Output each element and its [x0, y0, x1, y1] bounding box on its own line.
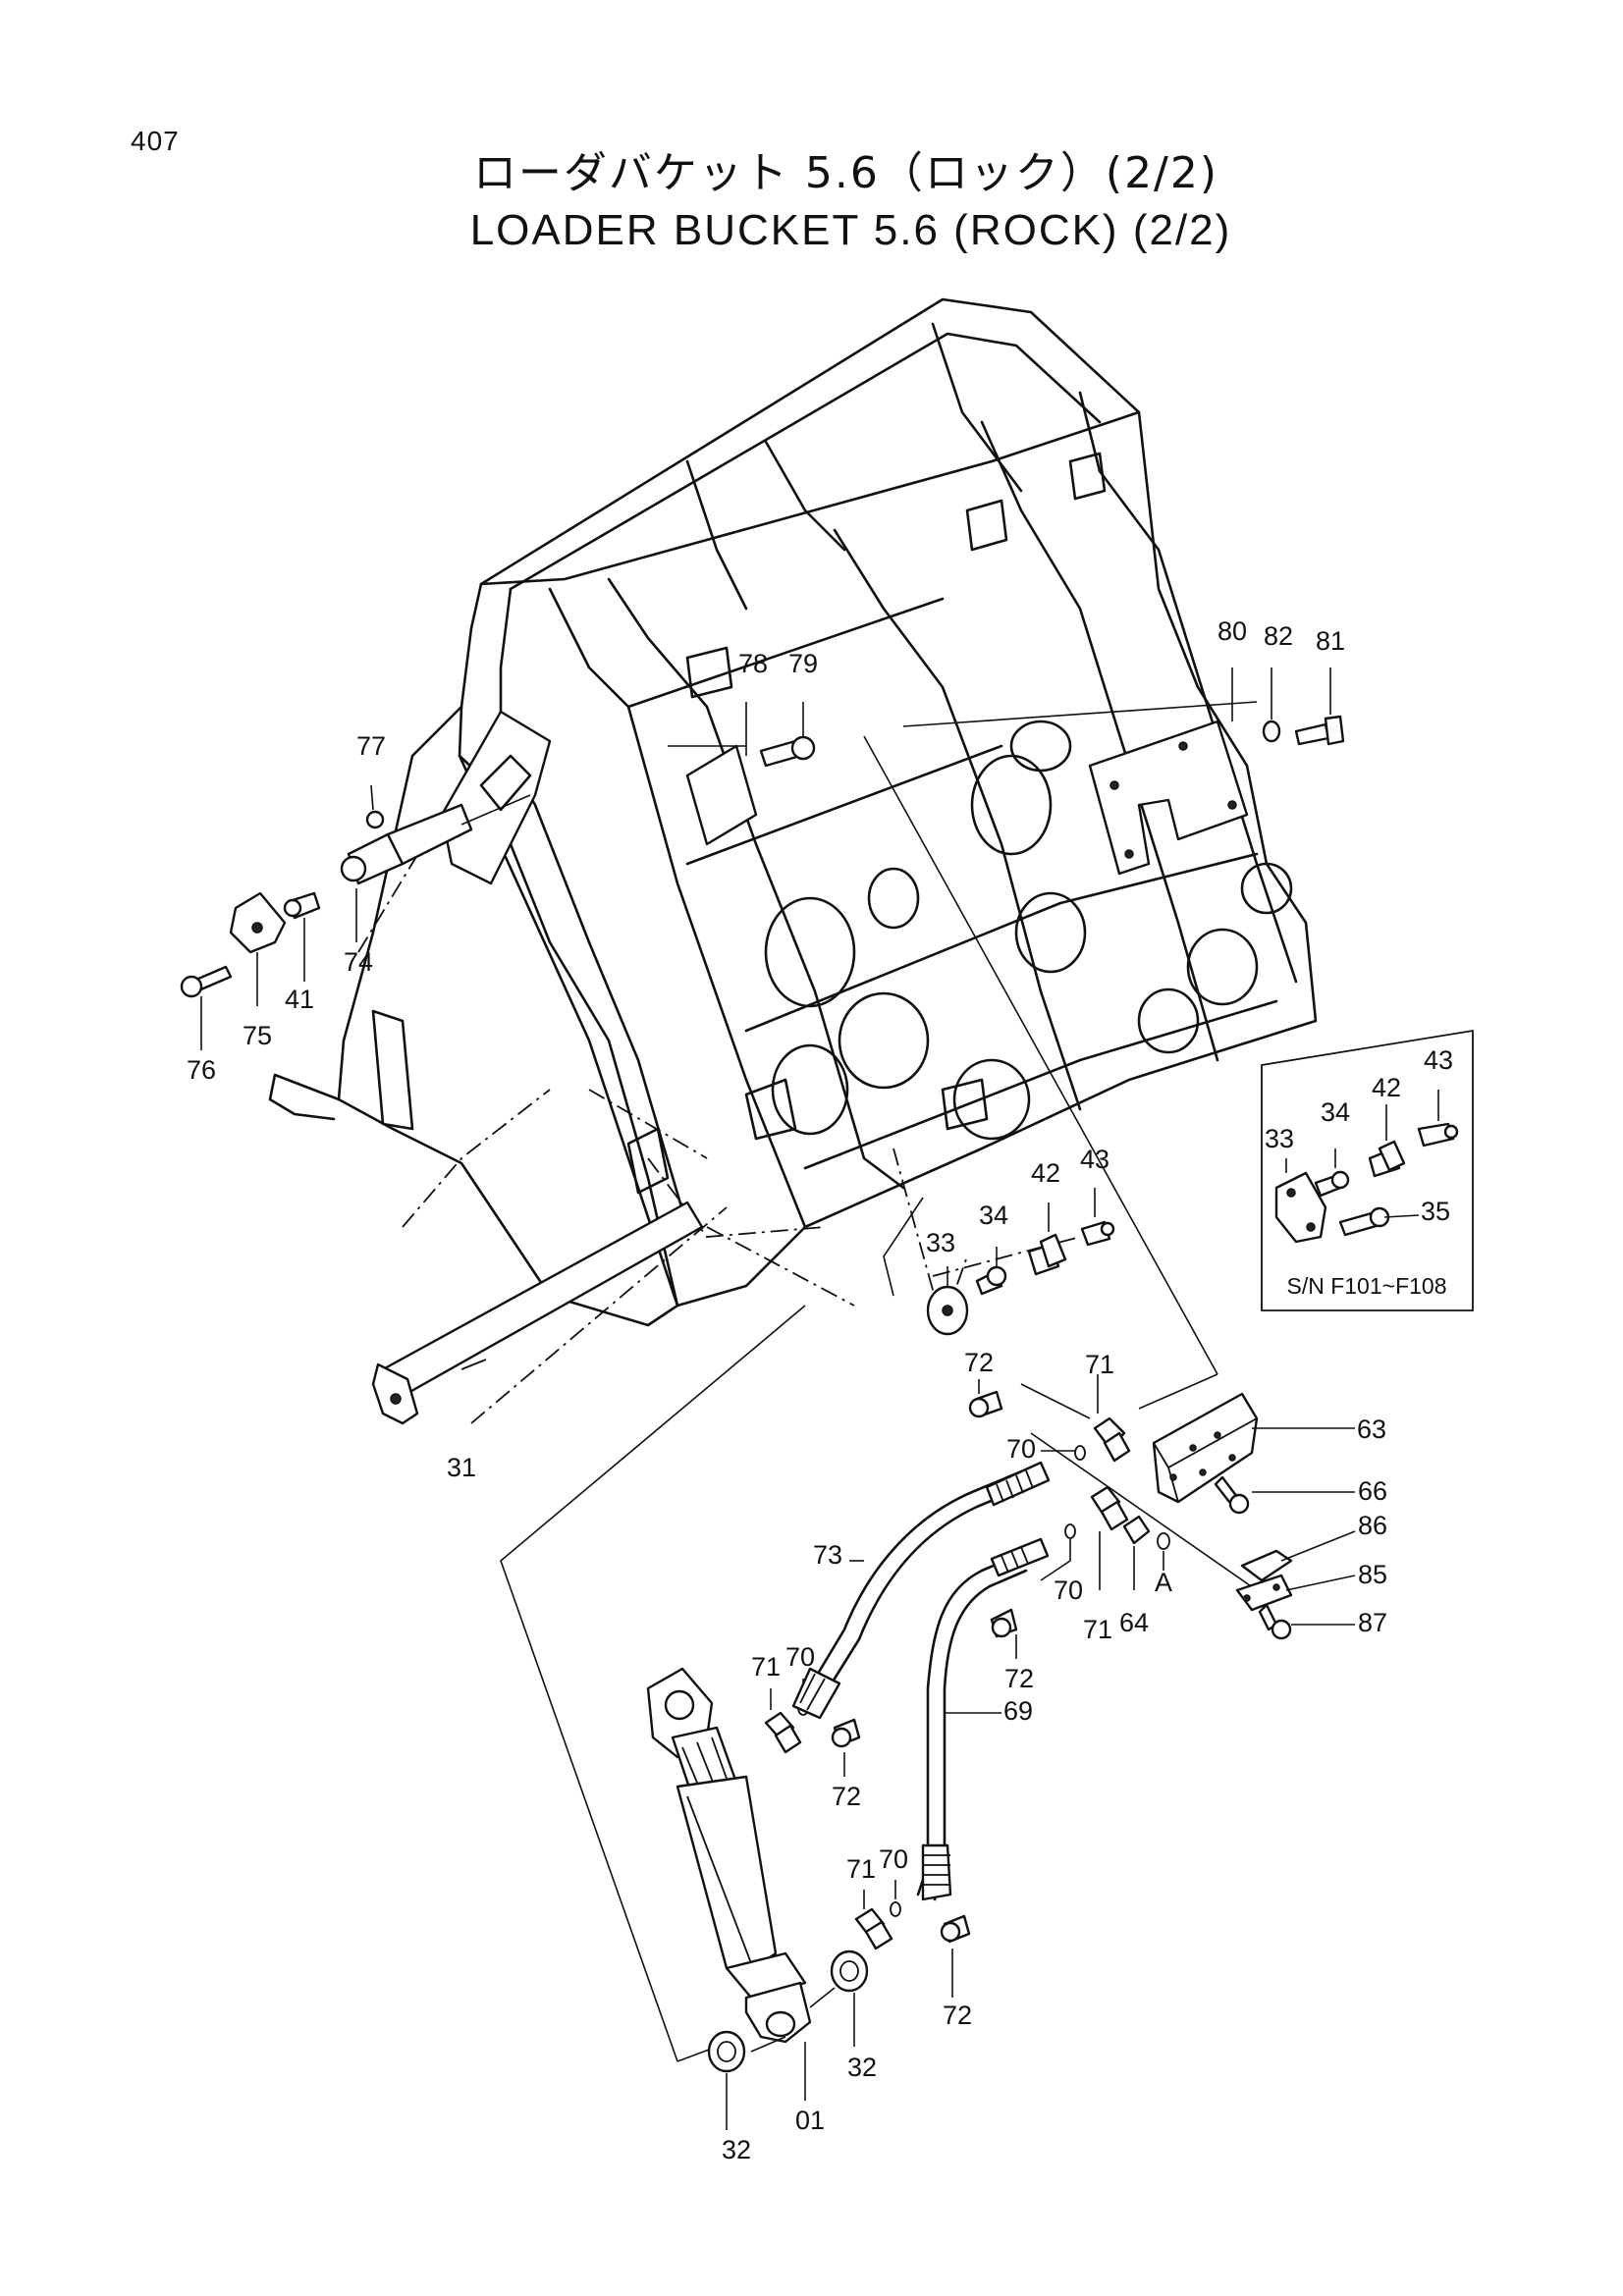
- pin-boss: [440, 710, 552, 885]
- callout-43: 43: [1080, 1145, 1109, 1174]
- callout-81: 81: [1316, 626, 1345, 656]
- callout-63: 63: [1357, 1415, 1386, 1444]
- serial-range-note: S/N F101~F108: [1286, 1273, 1446, 1299]
- callout-73: 73: [813, 1540, 842, 1570]
- callout-42-inset: 42: [1372, 1073, 1401, 1102]
- callout-72-low: 72: [943, 2001, 972, 2030]
- callout-76: 76: [187, 1055, 216, 1085]
- callout-35-inset: 35: [1421, 1197, 1450, 1226]
- callout-72-mid: 72: [1004, 1664, 1034, 1693]
- bucket-body: [268, 297, 1318, 1327]
- callout-32-right: 32: [847, 2053, 877, 2082]
- pin-74-assembly: [180, 784, 531, 1050]
- callout-71-top: 71: [1085, 1350, 1114, 1379]
- callout-33-inset: 33: [1265, 1124, 1294, 1153]
- page-title-english: LOADER BUCKET 5.6 (ROCK) (2/2): [469, 206, 1232, 254]
- callout-80: 80: [1217, 616, 1247, 646]
- callout-labels: 80 82 81 78 79 77 74 41 75 76 43 42 34 3…: [187, 616, 1453, 2164]
- cover-plate-78: [685, 744, 758, 846]
- page-number: 407: [131, 126, 180, 156]
- callout-34: 34: [979, 1201, 1008, 1230]
- callout-72-left: 72: [832, 1782, 861, 1811]
- callout-70-mid: 70: [1054, 1575, 1083, 1605]
- callout-85: 85: [1358, 1560, 1387, 1589]
- callout-77: 77: [356, 731, 386, 761]
- hoses: [791, 1461, 1051, 1901]
- callout-A: A: [1155, 1568, 1172, 1597]
- callout-70-low: 70: [879, 1844, 908, 1874]
- callout-74: 74: [344, 947, 373, 977]
- callout-70-left: 70: [785, 1642, 815, 1672]
- callout-33: 33: [926, 1228, 955, 1257]
- callout-69: 69: [1003, 1696, 1033, 1726]
- manifold-block-63: [1122, 1392, 1356, 1640]
- callout-70-top: 70: [1006, 1434, 1036, 1464]
- inset-box: [1261, 1029, 1474, 1311]
- callout-31: 31: [447, 1453, 476, 1482]
- callout-66: 66: [1358, 1476, 1387, 1506]
- callout-71-low: 71: [846, 1854, 876, 1884]
- callout-41: 41: [285, 985, 314, 1014]
- callout-86: 86: [1358, 1511, 1387, 1540]
- page-title-japanese: ローダバケット 5.6（ロック）(2/2): [472, 148, 1219, 198]
- cover-plate-80: [1088, 720, 1249, 876]
- callout-64: 64: [1119, 1608, 1149, 1637]
- callout-71-mid: 71: [1083, 1615, 1112, 1644]
- callout-75: 75: [243, 1021, 272, 1050]
- callout-71-left: 71: [751, 1652, 781, 1682]
- callout-01: 01: [795, 2106, 825, 2135]
- callout-43-inset: 43: [1424, 1045, 1453, 1075]
- assembly-lines: [500, 701, 1258, 2062]
- pin-31: [371, 1201, 704, 1425]
- callout-32-left: 32: [722, 2135, 751, 2164]
- hydraulic-cylinder-01: [646, 1667, 869, 2130]
- callout-82: 82: [1264, 621, 1293, 651]
- callout-72-top: 72: [964, 1348, 994, 1377]
- callout-42: 42: [1031, 1158, 1060, 1188]
- callout-87: 87: [1358, 1608, 1387, 1637]
- callout-78: 78: [738, 649, 768, 678]
- callout-79: 79: [788, 649, 818, 678]
- callout-34-inset: 34: [1321, 1097, 1350, 1127]
- flange-33-assembly: [926, 1188, 1115, 1336]
- fasteners-top: [745, 667, 1345, 768]
